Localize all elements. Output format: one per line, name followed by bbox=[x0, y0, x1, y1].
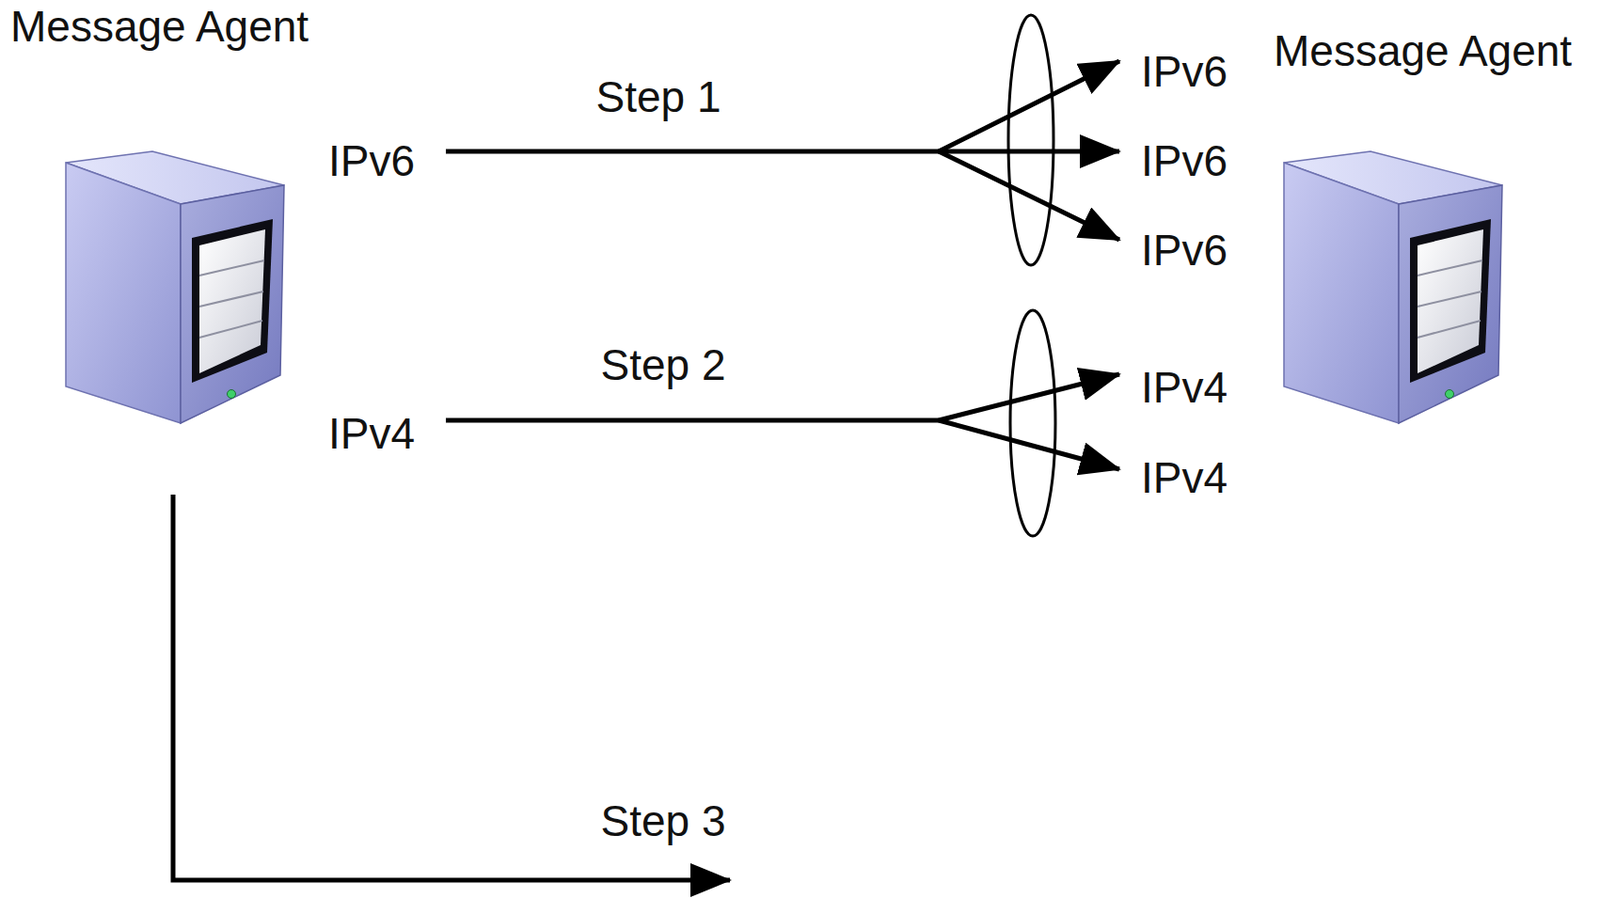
group-ellipse bbox=[1008, 15, 1054, 266]
interface-label: IPv4 bbox=[1140, 456, 1228, 500]
fan-arrow bbox=[938, 61, 1120, 152]
step-line bbox=[445, 418, 939, 424]
interface-label: IPv6 bbox=[1140, 49, 1228, 94]
step-line bbox=[445, 149, 939, 155]
fan-arrow bbox=[938, 420, 1120, 470]
server-icon bbox=[65, 151, 285, 424]
interface-label: IPv6 bbox=[1140, 228, 1228, 272]
step-arrows bbox=[173, 61, 1120, 881]
step-label: Step 1 bbox=[596, 75, 722, 119]
node-heading: Message Agent bbox=[10, 4, 331, 48]
fan-arrow bbox=[938, 151, 1120, 240]
fan-arrow bbox=[938, 149, 1120, 155]
step-line bbox=[173, 494, 730, 881]
step-label: Step 3 bbox=[601, 799, 727, 843]
node-heading: Message Agent bbox=[1273, 29, 1594, 73]
interface-label: IPv6 bbox=[328, 139, 415, 183]
interface-label: IPv4 bbox=[328, 411, 415, 456]
server-node: Message Agent bbox=[1273, 29, 1594, 424]
fan-arrow bbox=[938, 374, 1120, 421]
server-icon bbox=[1283, 151, 1503, 424]
step-label: Step 2 bbox=[601, 343, 727, 387]
server-node: Message Agent bbox=[10, 4, 331, 424]
group-ellipse bbox=[1010, 310, 1056, 537]
interface-label: IPv6 bbox=[1140, 139, 1228, 183]
interface-label: IPv4 bbox=[1140, 365, 1228, 410]
